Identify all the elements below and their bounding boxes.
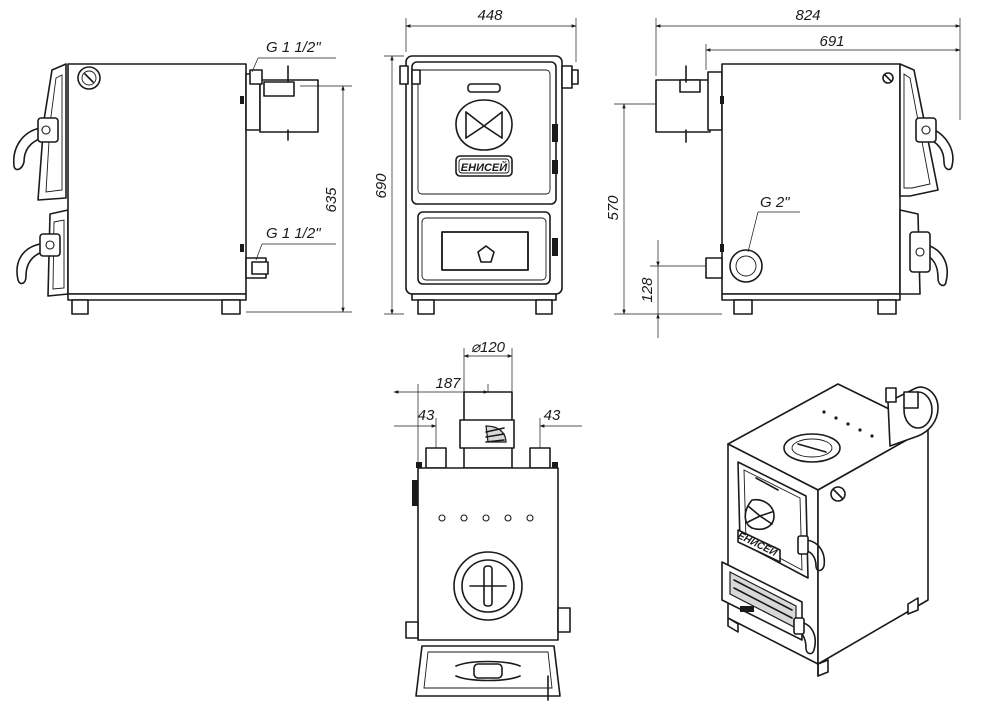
flue-axis-height-dimension: 570 — [605, 195, 622, 221]
right-side-view — [614, 18, 961, 338]
left-side-view — [13, 57, 352, 315]
ash-door-logo-icon — [477, 245, 495, 263]
right-pipe-offset-dimension: 43 — [544, 407, 561, 424]
brand-plate-text: ЕНИСЕЙ — [461, 161, 508, 174]
supply-thread-label: G 1 1/2" — [266, 39, 321, 56]
isometric-view — [721, 383, 939, 677]
top-view — [393, 348, 582, 701]
left-pipe-offset-dimension: 43 — [418, 407, 435, 424]
front-height-dimension: 690 — [373, 173, 390, 199]
front-view — [384, 18, 579, 315]
flue-thread-label: G 2" — [760, 194, 790, 211]
front-width-dimension: 448 — [477, 7, 503, 24]
flue-diameter-dimension: ⌀120 — [471, 339, 506, 356]
side-height-dimension: 635 — [323, 187, 340, 213]
return-thread-label: G 1 1/2" — [266, 225, 321, 242]
air-damper-icon — [455, 99, 513, 151]
right-total-depth-dimension: 824 — [795, 7, 820, 24]
return-height-dimension: 128 — [639, 277, 656, 303]
flue-offset-dimension: 187 — [435, 375, 461, 392]
right-body-depth-dimension: 691 — [819, 33, 844, 50]
